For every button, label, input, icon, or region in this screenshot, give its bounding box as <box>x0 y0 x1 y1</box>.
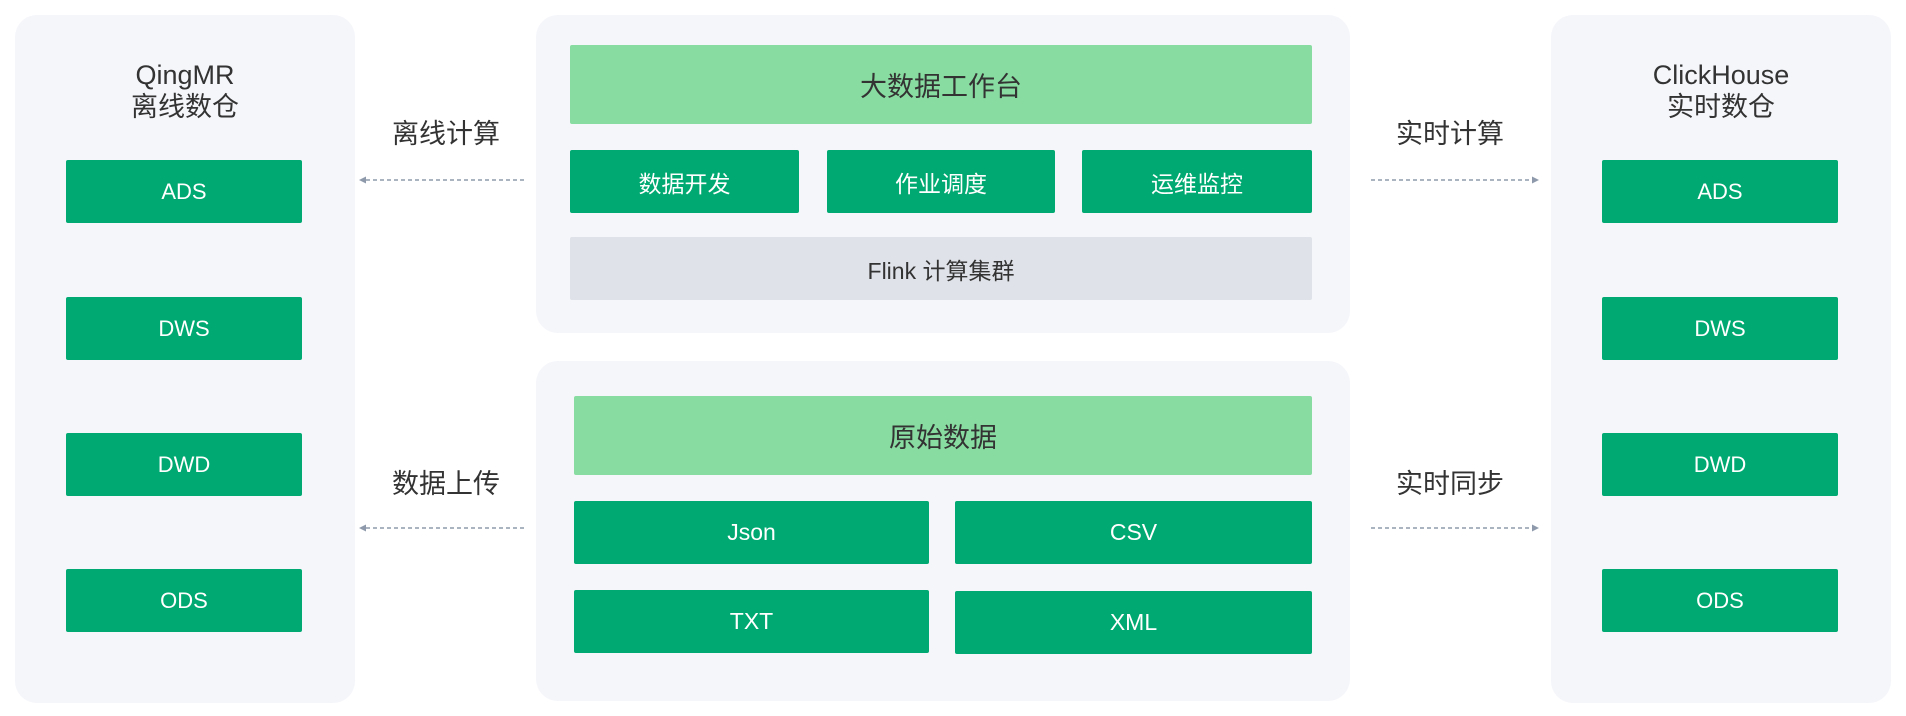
realtime-layer-dws: DWS <box>1602 297 1838 360</box>
offline-warehouse-name: QingMR <box>135 60 235 90</box>
realtime-warehouse-name: ClickHouse <box>1652 60 1790 90</box>
offline-layer-dwd: DWD <box>66 433 302 496</box>
realtime-compute-label: 实时计算 <box>1396 119 1504 149</box>
module-data-development: 数据开发 <box>570 150 799 213</box>
offline-compute-label: 离线计算 <box>392 119 500 149</box>
data-upload-label: 数据上传 <box>392 469 500 499</box>
realtime-sync-label: 实时同步 <box>1396 469 1504 499</box>
realtime-warehouse-title: ClickHouse 实时数仓 <box>1551 59 1891 123</box>
format-xml: XML <box>955 591 1312 654</box>
realtime-layer-ods: ODS <box>1602 569 1838 632</box>
module-job-scheduling: 作业调度 <box>827 150 1055 213</box>
realtime-layer-dwd: DWD <box>1602 433 1838 496</box>
format-txt: TXT <box>574 590 929 653</box>
offline-warehouse-subtitle: 离线数仓 <box>131 92 239 122</box>
realtime-warehouse-panel: ClickHouse 实时数仓 ADS DWS DWD ODS <box>1551 15 1891 703</box>
offline-warehouse-panel: QingMR 离线数仓 ADS DWS DWD ODS <box>15 15 355 703</box>
offline-layer-ads: ADS <box>66 160 302 223</box>
realtime-warehouse-subtitle: 实时数仓 <box>1667 92 1775 122</box>
raw-data-panel: 原始数据 Json CSV TXT XML <box>536 361 1350 701</box>
raw-data-title: 原始数据 <box>574 396 1312 475</box>
format-json: Json <box>574 501 929 564</box>
format-csv: CSV <box>955 501 1312 564</box>
offline-layer-dws: DWS <box>66 297 302 360</box>
realtime-sync-arrow-icon <box>1371 524 1539 532</box>
module-ops-monitoring: 运维监控 <box>1082 150 1312 213</box>
flink-cluster: Flink 计算集群 <box>570 237 1312 300</box>
realtime-compute-arrow-icon <box>1371 176 1539 184</box>
offline-layer-ods: ODS <box>66 569 302 632</box>
workbench-panel: 大数据工作台 数据开发 作业调度 运维监控 Flink 计算集群 <box>536 15 1350 333</box>
realtime-layer-ads: ADS <box>1602 160 1838 223</box>
data-upload-arrow-icon <box>359 524 525 532</box>
workbench-title: 大数据工作台 <box>570 45 1312 124</box>
offline-warehouse-title: QingMR 离线数仓 <box>15 59 355 123</box>
offline-compute-arrow-icon <box>359 176 525 184</box>
